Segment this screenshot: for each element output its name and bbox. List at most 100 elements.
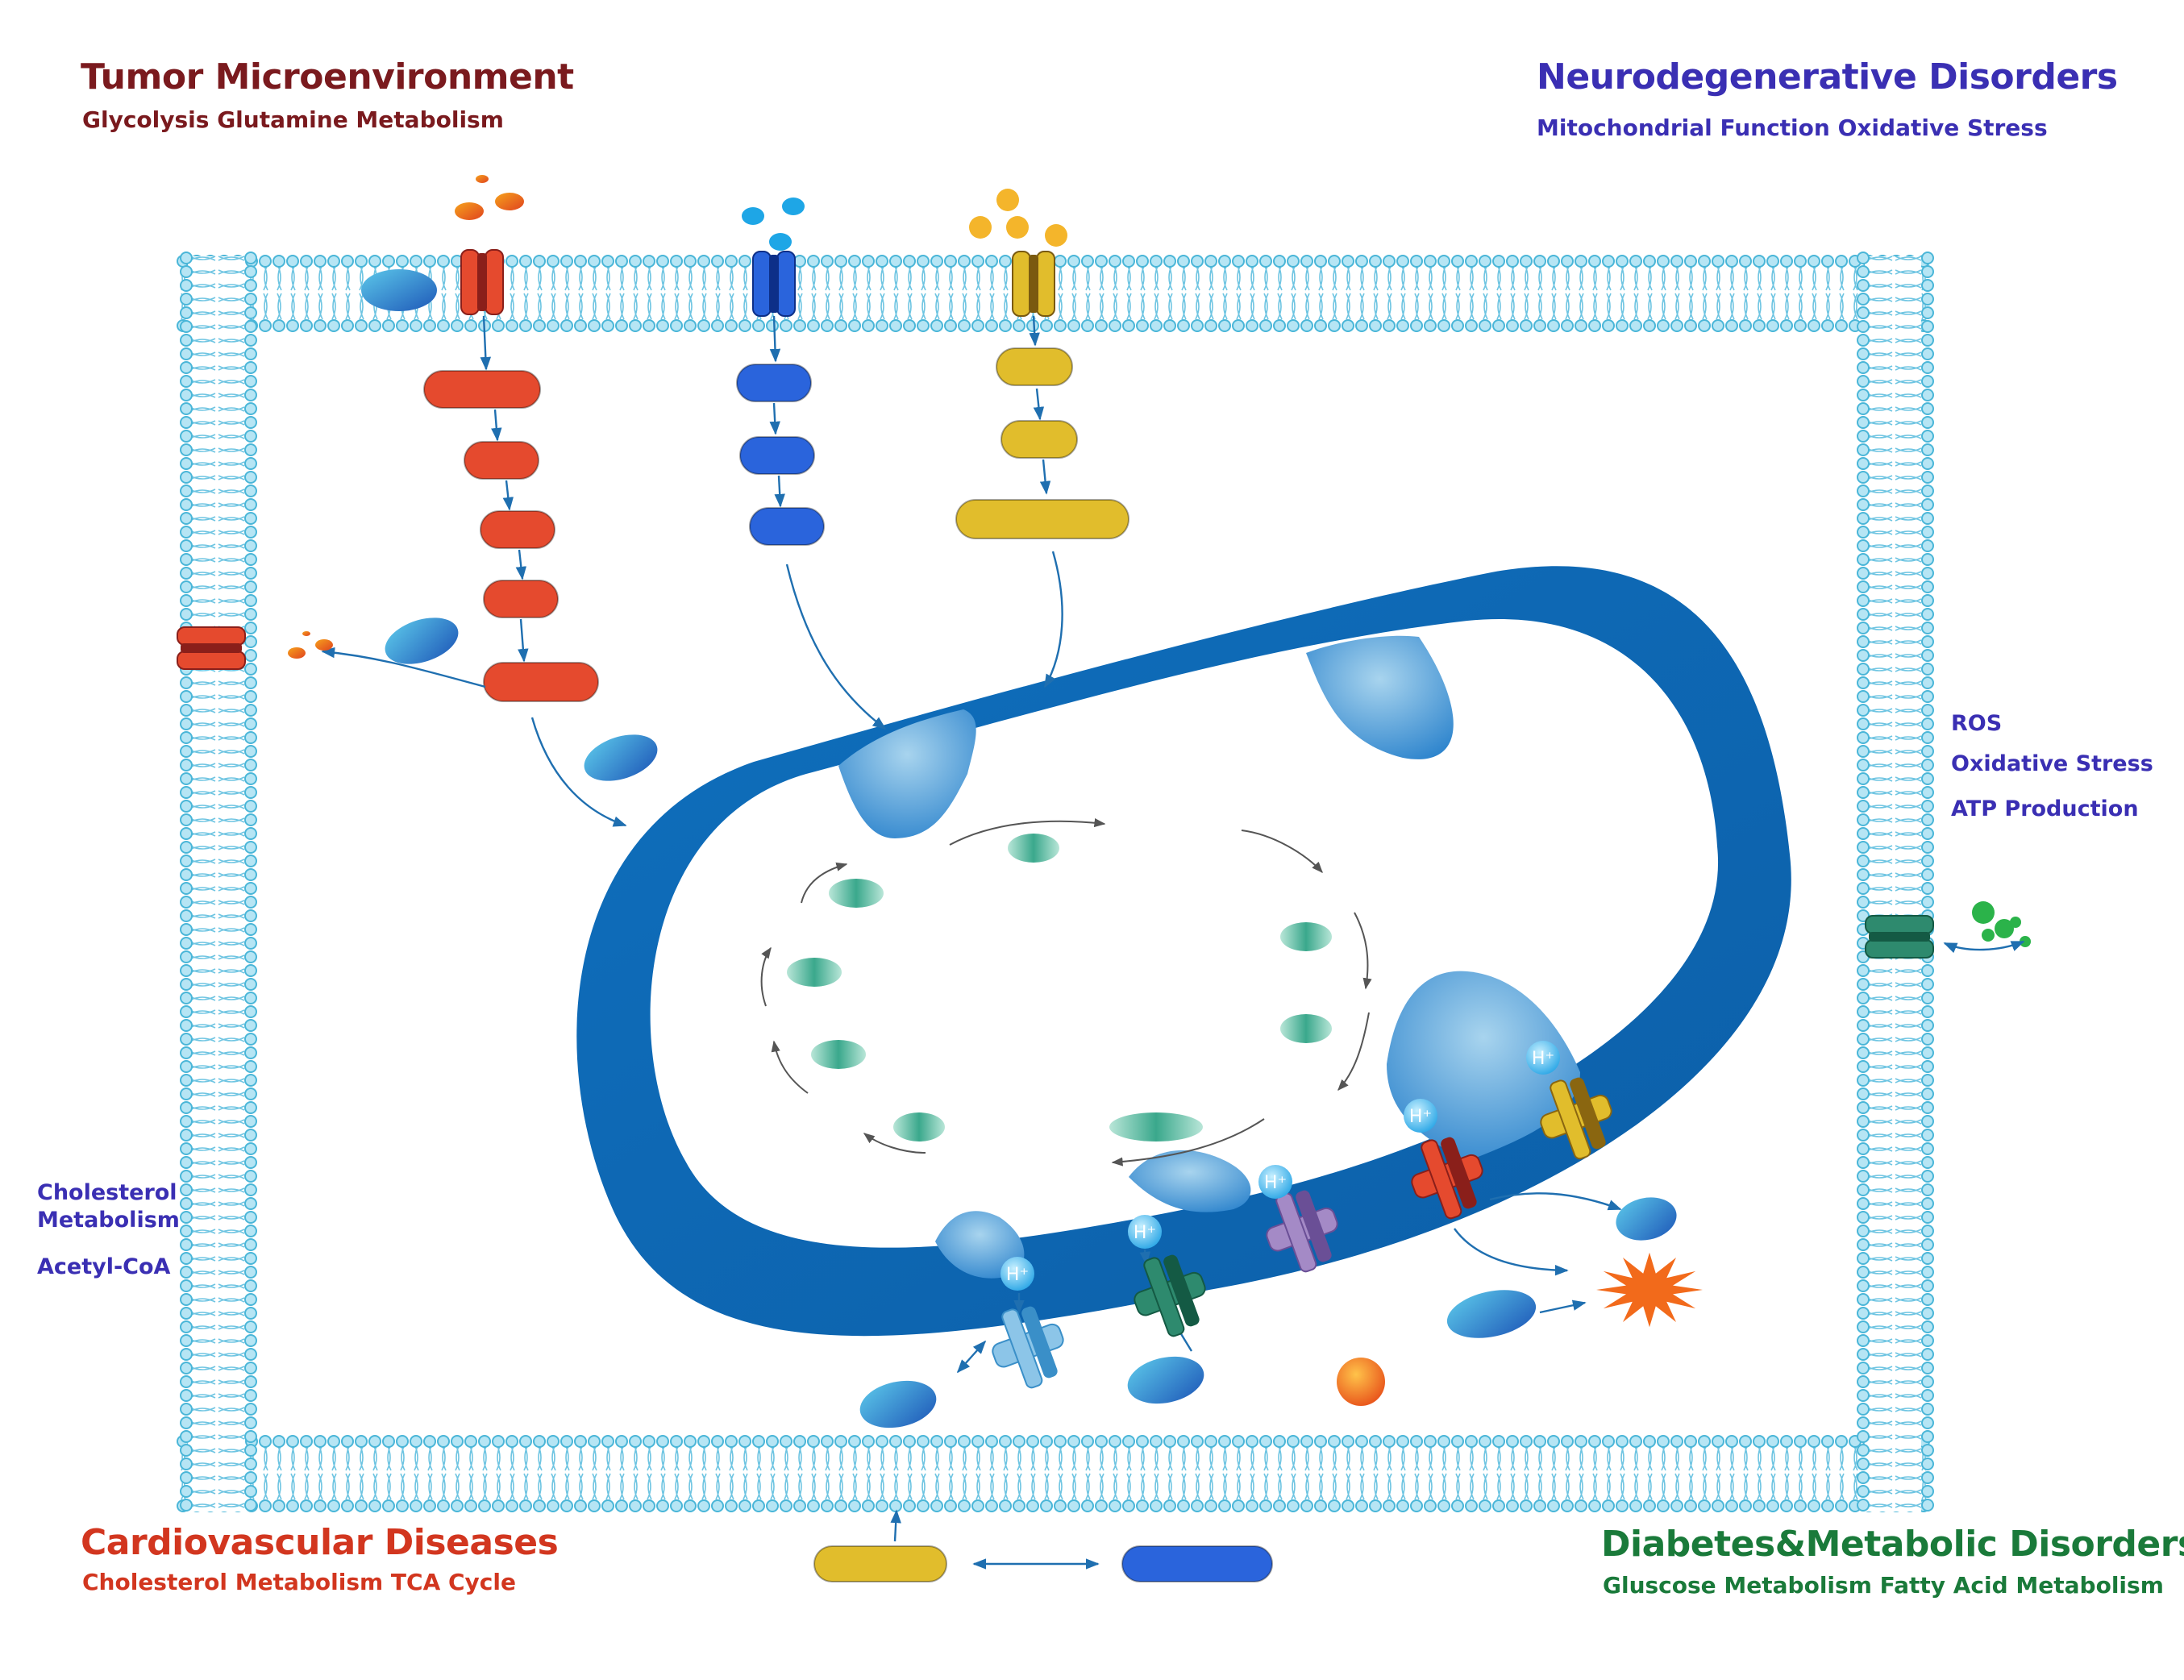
pathway-enzyme-blue-1 (736, 364, 812, 402)
tca-arrow (771, 1040, 809, 1094)
ros-burst-icon (1596, 1252, 1703, 1328)
tca-enzyme (787, 958, 842, 987)
arrow (1489, 1192, 1622, 1211)
pathway-enzyme-yellow-1 (996, 347, 1073, 386)
tca-arrow (801, 862, 848, 904)
proton-icon: H⁺ (1404, 1099, 1437, 1133)
metabolite-dot (742, 207, 764, 225)
tca-enzyme (829, 879, 884, 908)
metabolite-dot (969, 216, 992, 239)
metabolite-oval (361, 269, 437, 311)
metabolite-oval (1446, 1290, 1537, 1338)
metabolite-dot (2010, 917, 2021, 928)
export-enzyme-blue (1121, 1545, 1273, 1582)
metabolite-dot (1995, 919, 2014, 938)
cardio-title: Cardiovascular Diseases (81, 1522, 559, 1563)
complex-ii-icon (1134, 1254, 1206, 1337)
tca-enzyme (1280, 922, 1332, 951)
arrow (502, 480, 514, 511)
ros-label: ROS (1951, 711, 2003, 736)
arrow (515, 549, 527, 580)
metabolite-sphere (1337, 1358, 1385, 1406)
arrow (769, 315, 781, 363)
proton-icon: H⁺ (1258, 1165, 1292, 1199)
arrow (321, 647, 486, 688)
complex-iii-icon (1266, 1190, 1338, 1273)
glycolysis-enzyme-4 (483, 580, 559, 618)
metabolite-dot (769, 233, 792, 251)
proton-label: H⁺ (1532, 1049, 1554, 1069)
tumor-title: Tumor Microenvironment (81, 56, 574, 98)
atp-synthase-complex-icon (1540, 1077, 1612, 1160)
metabolite-dot (1982, 929, 1995, 942)
arrow (1043, 551, 1063, 688)
cardio-subtitle: Cholesterol Metabolism TCA Cycle (82, 1569, 516, 1595)
pathway-enzyme-yellow-3 (955, 499, 1129, 539)
arrow (491, 409, 502, 442)
tca-arrow (1354, 912, 1372, 990)
arrow (480, 315, 492, 371)
metabolite-dot (996, 189, 1019, 211)
acetyl-coa-label: Acetyl-CoA (37, 1254, 171, 1279)
atp-production-label: ATP Production (1951, 796, 2139, 821)
proton-icon: H⁺ (1128, 1215, 1162, 1249)
tca-arrow (1111, 1118, 1265, 1166)
pathway-enzyme-blue-3 (749, 507, 825, 546)
transporter-channel-icon (1865, 915, 1934, 959)
metabolism-label: Metabolism (37, 1208, 180, 1233)
proton-icon: H⁺ (1526, 1041, 1560, 1075)
cell-membrane (177, 252, 1934, 1512)
pathway-enzyme-yellow-2 (1000, 420, 1078, 459)
neuro-subtitle: Mitochondrial Function Oxidative Stress (1537, 114, 2048, 141)
tca-arrow (949, 818, 1106, 846)
metabolite-oval (859, 1380, 937, 1428)
metabolite-dot (1045, 224, 1067, 247)
tca-enzyme (811, 1040, 866, 1069)
complex-iv-icon (1411, 1137, 1483, 1220)
membrane-left (180, 252, 257, 1512)
proton-label: H⁺ (1134, 1223, 1156, 1243)
tca-enzyme (1109, 1112, 1203, 1141)
metabolite-oval (385, 618, 459, 664)
tca-cycle (787, 834, 1332, 1141)
metabolite-oval (1616, 1197, 1677, 1241)
double-arrow (956, 1340, 987, 1374)
tca-arrow (863, 1133, 926, 1154)
crista (1306, 635, 1454, 759)
metabolite-dot (315, 639, 333, 651)
metabolite-dot (782, 198, 805, 215)
export-enzyme-yellow (813, 1545, 947, 1582)
tca-enzyme (893, 1112, 945, 1141)
crista (935, 1211, 1025, 1279)
double-arrow (1943, 940, 2025, 954)
arrow (785, 563, 887, 730)
transporter-channel-icon (1012, 251, 1055, 317)
complex-i-icon (992, 1306, 1064, 1389)
metabolite-dot (495, 193, 524, 210)
crista (838, 709, 976, 838)
tca-arrow (760, 946, 772, 1007)
transporter-channel-icon (460, 249, 504, 315)
glycolysis-enzyme-2 (464, 441, 539, 480)
membrane-bottom (177, 1435, 1931, 1512)
tca-enzyme (1008, 834, 1059, 863)
tumor-subtitle: Glycolysis Glutamine Metabolism (82, 106, 504, 133)
arrow (890, 1509, 901, 1542)
metabolite-dot (455, 202, 484, 220)
arrow (1033, 388, 1045, 421)
arrow (1454, 1228, 1569, 1276)
oxidative-stress-label: Oxidative Stress (1951, 751, 2153, 776)
metabolite-dot (288, 647, 306, 659)
crista (1129, 1150, 1251, 1212)
membrane-right (1857, 252, 1934, 1512)
proton-icon: H⁺ (1000, 1257, 1034, 1291)
metabolite-oval (584, 734, 658, 781)
proton-label: H⁺ (1006, 1265, 1029, 1285)
tca-arrow (1241, 830, 1323, 874)
cholesterol-label: Cholesterol (37, 1180, 177, 1205)
metabolite-dot (302, 631, 310, 636)
arrow (1039, 459, 1051, 495)
metabolite-dot (1972, 901, 1995, 924)
tca-enzyme (1280, 1014, 1332, 1043)
